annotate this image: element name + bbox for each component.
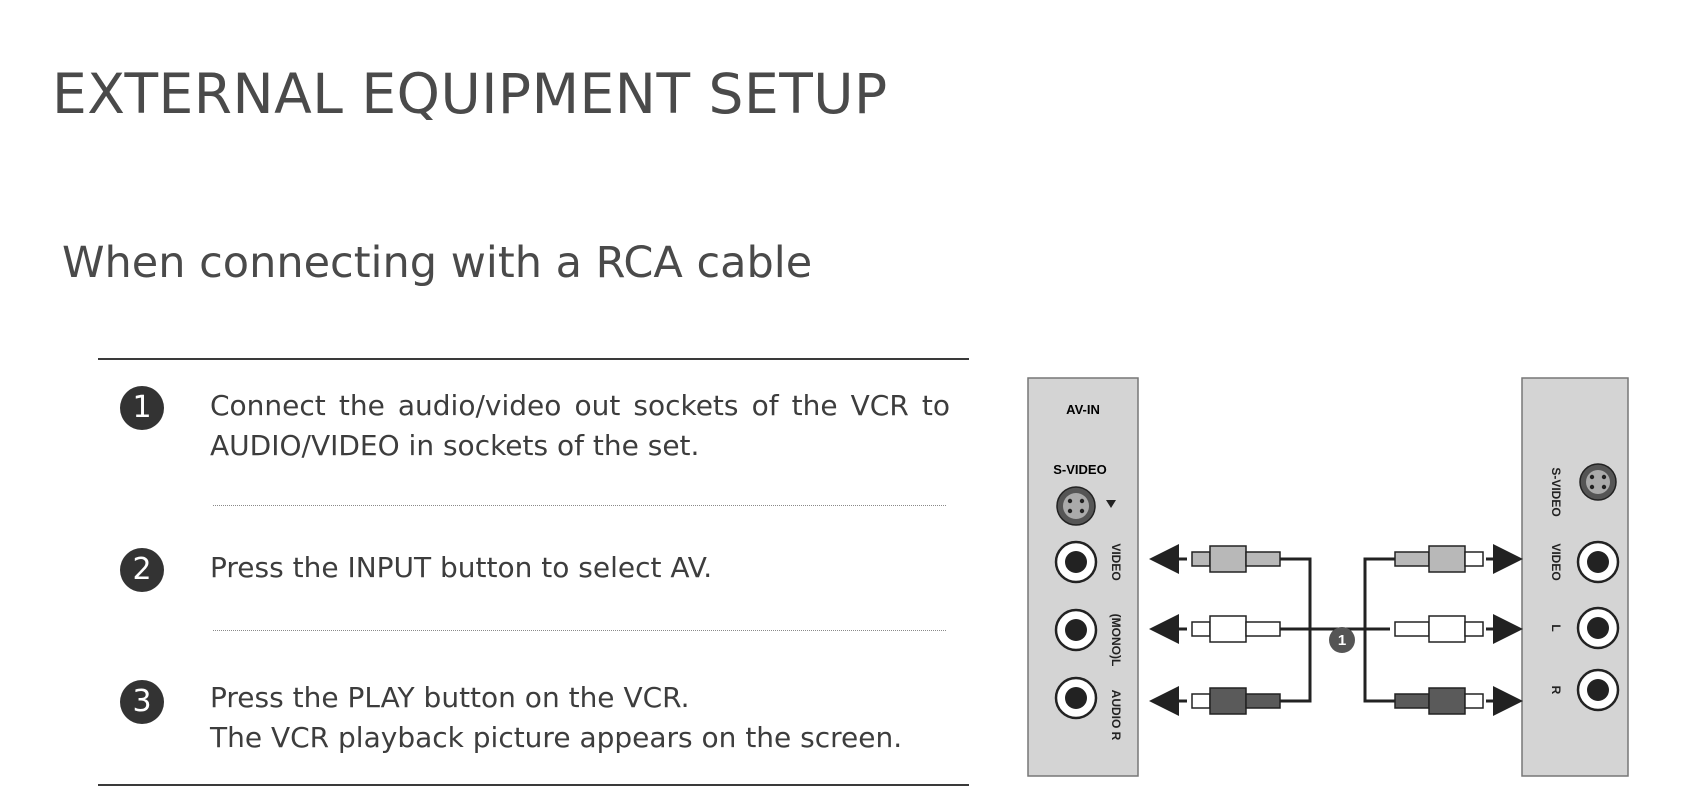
video-out-socket-icon [1576,540,1620,584]
vcr-video-plug [1394,544,1523,574]
audio-l-out-socket-icon [1576,606,1620,650]
connection-diagram-svg: AV-IN S-VIDEO [1027,377,1629,777]
step-divider [213,505,946,506]
step-divider [213,630,946,631]
vcr-l-label: L [1549,624,1563,631]
vcr-audio-l-plug [1394,614,1523,644]
video-plug [1149,544,1281,574]
rca-cable-wiring [1280,557,1395,703]
step-line: AUDIO/VIDEO in sockets of the set. [210,429,700,462]
vcr-panel-body [1521,377,1629,777]
video-label: VIDEO [1109,543,1123,580]
mono-l-label: (MONO)L [1109,614,1123,667]
step-line: Connect the audio/video out sockets of t… [210,389,950,422]
audio-r-out-socket-icon [1576,668,1620,712]
svideo-label: S-VIDEO [1053,462,1106,477]
step-line: The VCR playback picture appears on the … [210,721,903,754]
vcr-r-label: R [1549,686,1563,695]
step-line: Press the PLAY button on the VCR. [210,681,690,714]
triangle-marker-icon [1106,500,1116,508]
step-number-badge: 1 [120,386,164,430]
bottom-rule [98,784,969,786]
step-line: Press the INPUT button to select AV. [210,551,713,584]
audio-r-label: AUDIO R [1109,690,1123,741]
top-rule [98,358,969,360]
audio-l-in-socket-icon [1054,608,1098,652]
step-text: Press the INPUT button to select AV. [210,548,950,588]
vcr-side-plugs [1394,544,1523,716]
step-number-badge: 3 [120,680,164,724]
audio-r-in-socket-icon [1054,676,1098,720]
vcr-video-label: VIDEO [1549,543,1563,580]
svideo-socket-icon [1056,486,1096,526]
audio-l-plug [1149,614,1281,644]
cable-callout-badge: 1 [1329,627,1355,653]
connection-diagram: AV-IN S-VIDEO [1020,370,1640,790]
step-text: Connect the audio/video out sockets of t… [210,386,950,466]
vcr-svideo-label: S-VIDEO [1549,467,1563,516]
page-title: EXTERNAL EQUIPMENT SETUP [52,62,888,126]
audio-r-plug [1149,686,1281,716]
av-in-label: AV-IN [1066,402,1100,417]
vcr-svideo-socket-icon [1579,463,1617,501]
vcr-audio-r-plug [1394,686,1523,716]
step-text: Press the PLAY button on the VCR. The VC… [210,678,950,758]
cable-callout-number: 1 [1338,632,1346,649]
tv-side-plugs [1149,544,1281,716]
tv-av-in-panel: AV-IN S-VIDEO [1027,377,1139,777]
step-number-badge: 2 [120,548,164,592]
vcr-output-panel: S-VIDEO VIDEO L R [1521,377,1629,777]
video-in-socket-icon [1054,540,1098,584]
section-title: When connecting with a RCA cable [62,238,813,288]
